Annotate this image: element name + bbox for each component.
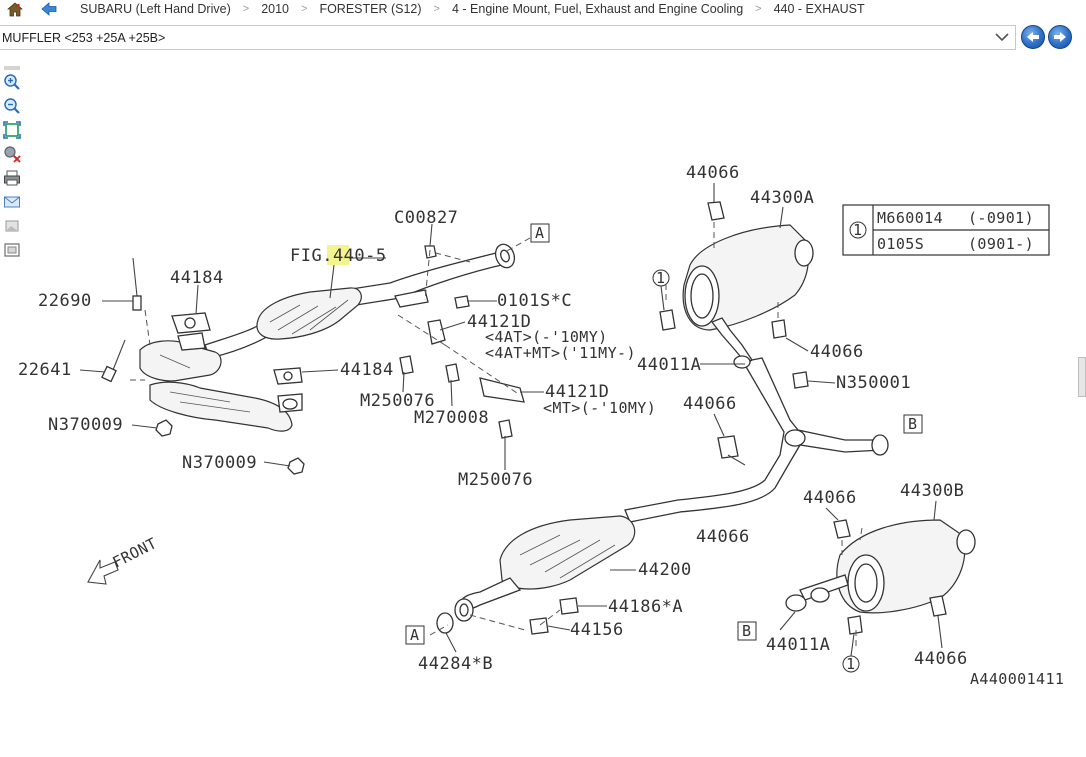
figure-ref-highlight: [327, 245, 349, 265]
breadcrumb-item-year[interactable]: 2010: [261, 2, 289, 16]
ref-box-b-lower: B: [742, 622, 751, 640]
email-button[interactable]: [0, 190, 24, 214]
next-illustration-button[interactable]: [1048, 25, 1072, 49]
fit-to-screen-button[interactable]: [0, 118, 24, 142]
print-button[interactable]: [0, 166, 24, 190]
breadcrumb-item-make[interactable]: SUBARU (Left Hand Drive): [80, 2, 231, 16]
callout-m270008: M270008: [414, 408, 489, 428]
callout-n370009-upper: N370009: [48, 415, 123, 435]
clear-search-button[interactable]: [0, 142, 24, 166]
note-part-m660014: M660014: [877, 209, 943, 227]
callout-44184-upper: 44184: [170, 268, 224, 288]
illustration-select-value: MUFFLER <253 +25A +25B>: [2, 30, 166, 45]
next-arrow-icon: [1054, 32, 1066, 42]
clear-search-icon: [4, 146, 21, 163]
breadcrumb-item-section[interactable]: 440 - EXHAUST: [773, 2, 865, 16]
callout-44121d-note-mt: <MT>(-'10MY): [543, 399, 656, 417]
zoom-out-icon: [4, 98, 20, 114]
breadcrumb-separator: >: [433, 3, 440, 15]
callout-44121d-upper: 44121D: [467, 312, 531, 332]
callout-m250076-lower: M250076: [458, 470, 533, 490]
toolbar-grip: [0, 60, 24, 70]
callout-44066-lower-right: 44066: [803, 488, 857, 508]
callout-44066-middle: 44066: [683, 394, 737, 414]
rear-muffler-b-drawing: [785, 519, 976, 650]
callout-44066-bottom: 44066: [914, 649, 968, 669]
ref-box-a-upper: A: [535, 224, 544, 242]
zoom-out-button[interactable]: [0, 94, 24, 118]
callout-n350001: N350001: [836, 373, 911, 393]
callout-44011a-lower: 44011A: [766, 635, 830, 655]
callout-44184-lower: 44184: [340, 360, 394, 380]
breadcrumb-separator: >: [755, 3, 762, 15]
callout-22641: 22641: [18, 360, 72, 380]
callout-44156: 44156: [570, 620, 624, 640]
zoom-in-icon: [4, 74, 20, 90]
illustration-select[interactable]: MUFFLER <253 +25A +25B>: [0, 25, 1016, 50]
drawing-id: A440001411: [970, 670, 1064, 688]
callout-44066-upper-right: 44066: [810, 342, 864, 362]
frame-button[interactable]: [0, 238, 24, 262]
rear-muffler-a-drawing: [659, 201, 814, 369]
marker-1-lower: 1: [846, 655, 855, 673]
breadcrumb-item-model[interactable]: FORESTER (S12): [319, 2, 422, 16]
image-icon: [5, 220, 19, 232]
home-icon[interactable]: [5, 0, 25, 18]
note-table-marker: 1: [853, 221, 862, 239]
callout-22690: 22690: [38, 291, 92, 311]
back-arrow-icon[interactable]: [39, 0, 59, 18]
ref-box-b-upper: B: [908, 415, 917, 433]
previous-illustration-button[interactable]: [1021, 25, 1045, 49]
callout-44186-a: 44186*A: [608, 597, 683, 617]
callout-44011a-upper: 44011A: [637, 355, 701, 375]
note-table: 1 M660014 (-0901) 0105S (0901-): [842, 204, 1050, 256]
email-icon: [4, 196, 20, 208]
callout-0101s-c: 0101S*C: [497, 291, 572, 311]
callout-44200: 44200: [638, 560, 692, 580]
breadcrumb-separator: >: [301, 3, 308, 15]
breadcrumb-separator: >: [242, 3, 250, 15]
chevron-down-icon: [989, 33, 1015, 42]
callout-c00827: C00827: [394, 208, 458, 228]
callout-44300a: 44300A: [750, 188, 814, 208]
print-icon: [4, 170, 20, 186]
callout-n370009-lower: N370009: [182, 453, 257, 473]
front-direction-arrow: FRONT: [87, 534, 160, 585]
callout-44066-top: 44066: [686, 163, 740, 183]
callout-44284-b: 44284*B: [418, 654, 493, 674]
frame-icon: [4, 243, 20, 257]
callout-44300b: 44300B: [900, 481, 964, 501]
viewer-toolbar: [0, 60, 24, 262]
callout-44121d-lower: 44121D: [545, 382, 609, 402]
image-button[interactable]: [0, 214, 24, 238]
front-label: FRONT: [110, 534, 160, 571]
breadcrumb-item-group[interactable]: 4 - Engine Mount, Fuel, Exhaust and Engi…: [451, 2, 744, 16]
note-range-0105s: (0901-): [968, 235, 1034, 253]
fit-to-screen-icon: [3, 121, 21, 139]
breadcrumb: SUBARU (Left Hand Drive) > 2010 > FOREST…: [0, 0, 1086, 18]
note-part-0105s: 0105S: [877, 235, 924, 253]
marker-1-upper: 1: [656, 269, 665, 287]
callout-44121d-note-4at: <4AT>(-'10MY): [485, 328, 608, 346]
callout-44066-center: 44066: [696, 527, 750, 547]
zoom-in-button[interactable]: [0, 70, 24, 94]
callout-44121d-note-4at-mt: <4AT+MT>('11MY-): [485, 344, 636, 362]
ref-box-a-lower: A: [410, 626, 419, 644]
front-exhaust-pipe-drawing: [101, 237, 531, 475]
note-range-m660014: (-0901): [968, 209, 1034, 227]
center-exhaust-pipe-drawing: [429, 357, 889, 636]
figure-reference-link[interactable]: FIG.440-5: [290, 246, 387, 266]
previous-arrow-icon: [1027, 32, 1039, 42]
callout-m250076-upper: M250076: [360, 391, 435, 411]
